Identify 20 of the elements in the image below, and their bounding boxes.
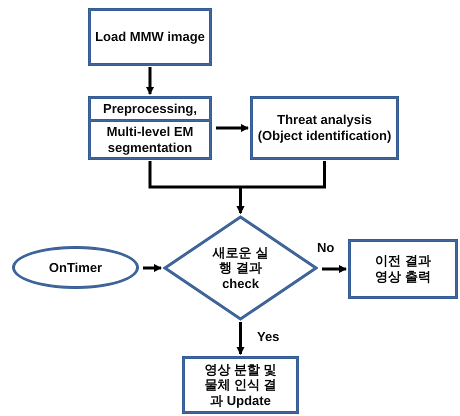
process-box xyxy=(88,96,212,160)
decision-diamond xyxy=(163,215,318,321)
box-text: Multi-level EM segmentation xyxy=(106,124,194,156)
arrow xyxy=(236,322,244,355)
process-box xyxy=(250,96,399,160)
arrow xyxy=(236,161,326,214)
arrow xyxy=(146,67,154,95)
process-box xyxy=(88,8,212,66)
arrow xyxy=(216,124,249,132)
box-text: Preprocessing, xyxy=(103,101,197,117)
box-text: 영상 분할 및 물체 인식 결과 Update xyxy=(203,362,278,408)
box-text: 이전 결과 영상 출력 xyxy=(375,253,431,285)
process-box xyxy=(182,356,299,414)
box-text: Threat analysis (Object identification) xyxy=(257,112,392,144)
arrow xyxy=(143,264,162,272)
diamond-text: 새로운 실행 결과 check xyxy=(211,244,270,292)
arrow xyxy=(322,265,347,273)
process-box xyxy=(348,239,458,299)
box-text: Load MMW image xyxy=(95,29,205,45)
ellipse-text: OnTimer xyxy=(48,260,102,276)
